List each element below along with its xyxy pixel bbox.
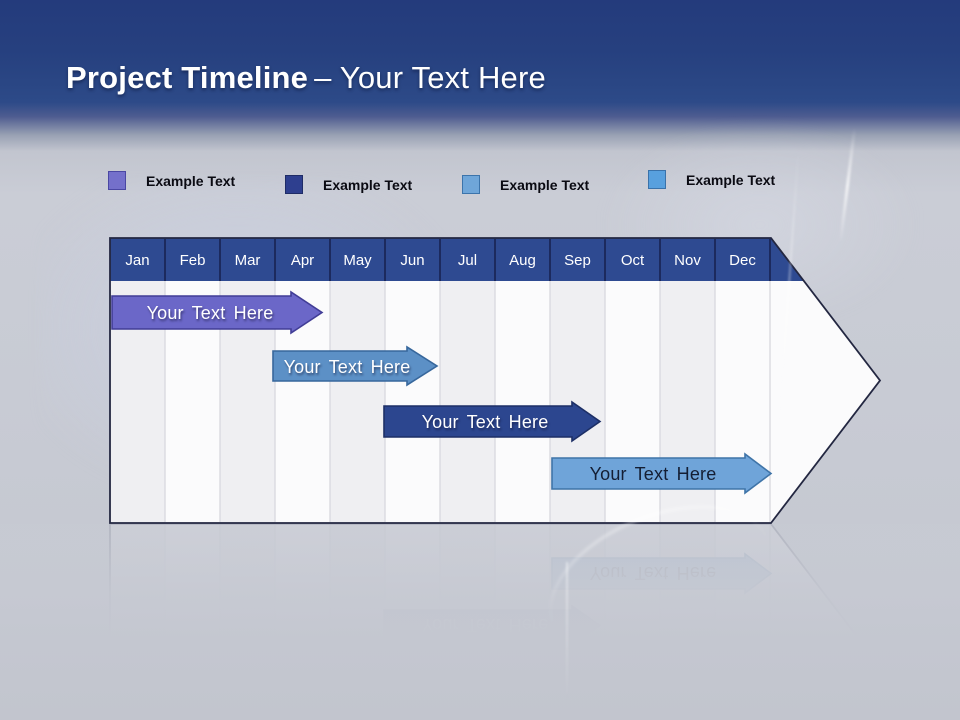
title-bold-text: Project Timeline [66, 60, 309, 95]
legend-label: Example Text [146, 172, 236, 189]
bar-arrow-shape[interactable] [551, 452, 773, 495]
month-label: Oct [621, 252, 645, 269]
legend-swatch [285, 175, 303, 194]
month-label: Dec [729, 252, 756, 269]
month-column-shade [440, 281, 495, 523]
legend-item[interactable]: Example Text [648, 170, 775, 189]
legend-swatch [108, 171, 126, 190]
bar-label: Your Text Here [422, 412, 549, 432]
month-label: Jan [125, 252, 149, 269]
month-header-band [110, 238, 804, 281]
month-label: Aug [509, 252, 536, 269]
bar-label: Your Text Here [590, 464, 717, 484]
legend-swatch [462, 175, 480, 194]
month-label: Feb [180, 252, 206, 269]
legend-item[interactable]: Example Text [285, 175, 412, 194]
month-column-shade [330, 281, 385, 523]
title-placeholder-text: – Your Text Here [314, 60, 546, 95]
bar-label: Your Text Here [147, 303, 274, 323]
month-header-dividers [164, 239, 771, 281]
month-label: Apr [291, 252, 314, 269]
legend-label: Example Text [323, 176, 413, 193]
timeline-bar-2[interactable]: Your Text Here [272, 345, 439, 387]
page-title[interactable]: Project Timeline– Your Text Here [66, 60, 546, 96]
month-label: May [343, 252, 372, 269]
legend-label: Example Text [686, 171, 776, 188]
month-label: Jul [458, 252, 477, 269]
legend-swatch [648, 170, 666, 189]
month-gridlines [164, 281, 771, 522]
bar-arrow-shape[interactable] [383, 400, 602, 443]
legend-item[interactable]: Example Text [108, 171, 235, 190]
month-label: Mar [235, 252, 261, 269]
bar-arrow-shape[interactable] [272, 345, 439, 387]
bar-arrow-shape[interactable] [111, 290, 324, 335]
bar-label: Your Text Here [284, 357, 411, 377]
timeline-bar-1[interactable]: Your Text Here [111, 290, 324, 335]
reflection-fade [0, 524, 960, 720]
timeline-bar-4[interactable]: Your Text Here [551, 452, 773, 495]
legend-label: Example Text [500, 176, 590, 193]
timeline-outline [109, 237, 882, 524]
timeline-bar-3[interactable]: Your Text Here [383, 400, 602, 443]
month-label: Nov [674, 252, 701, 269]
legend-item[interactable]: Example Text [462, 175, 589, 194]
month-label: Jun [400, 252, 424, 269]
month-label: Sep [564, 252, 591, 269]
